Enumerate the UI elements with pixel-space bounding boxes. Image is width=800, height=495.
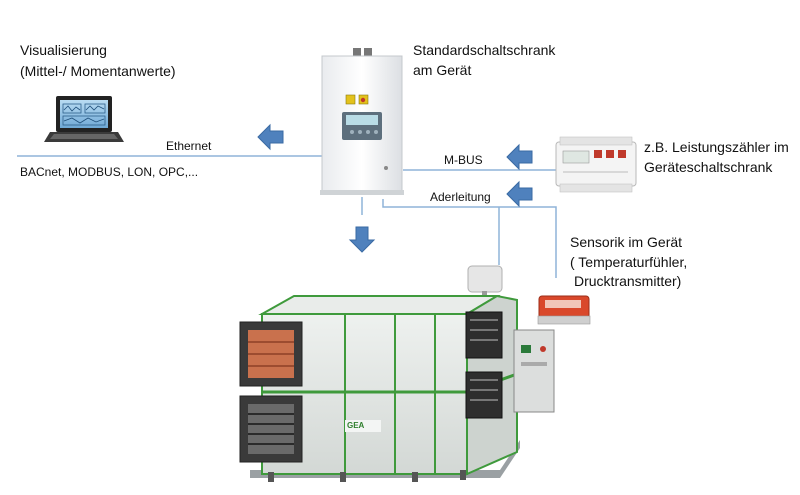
- wiring-line: [382, 199, 557, 278]
- meter-label-line2: Geräteschaltschrank: [644, 159, 773, 175]
- wiring-arrow: [506, 180, 533, 208]
- mbus-arrow: [506, 143, 533, 171]
- unit-brand-logo: GEA: [347, 421, 365, 430]
- ethernet-arrow: [257, 123, 284, 151]
- visualisation-label-line2: (Mittel-/ Momentanwerte): [20, 63, 176, 79]
- sensors-label-line2: ( Temperaturfühler,: [570, 254, 688, 270]
- flow-arrows: [257, 123, 533, 253]
- mbus-label: M-BUS: [444, 153, 483, 167]
- connection-lines: [17, 155, 557, 278]
- energy-meter: [555, 136, 637, 193]
- down-arrow: [348, 226, 376, 253]
- control-cabinet: [320, 48, 404, 195]
- pressure-transmitter: [537, 295, 591, 325]
- protocols-label: BACnet, MODBUS, LON, OPC,...: [20, 165, 199, 179]
- wiring-label: Aderleitung: [430, 190, 491, 204]
- cabinet-label-line2: am Gerät: [413, 62, 472, 78]
- sensors-label-line1: Sensorik im Gerät: [570, 234, 683, 250]
- air-handling-unit: [239, 294, 555, 482]
- cabinet-label-line1: Standardschaltschrank: [413, 42, 556, 58]
- meter-label-line1: z.B. Leistungszähler im: [644, 139, 789, 155]
- sensors-label-line3: Drucktransmitter): [574, 273, 682, 289]
- visualisation-label-line1: Visualisierung: [20, 42, 107, 58]
- laptop-icon: [44, 96, 124, 142]
- ethernet-label: Ethernet: [166, 139, 212, 153]
